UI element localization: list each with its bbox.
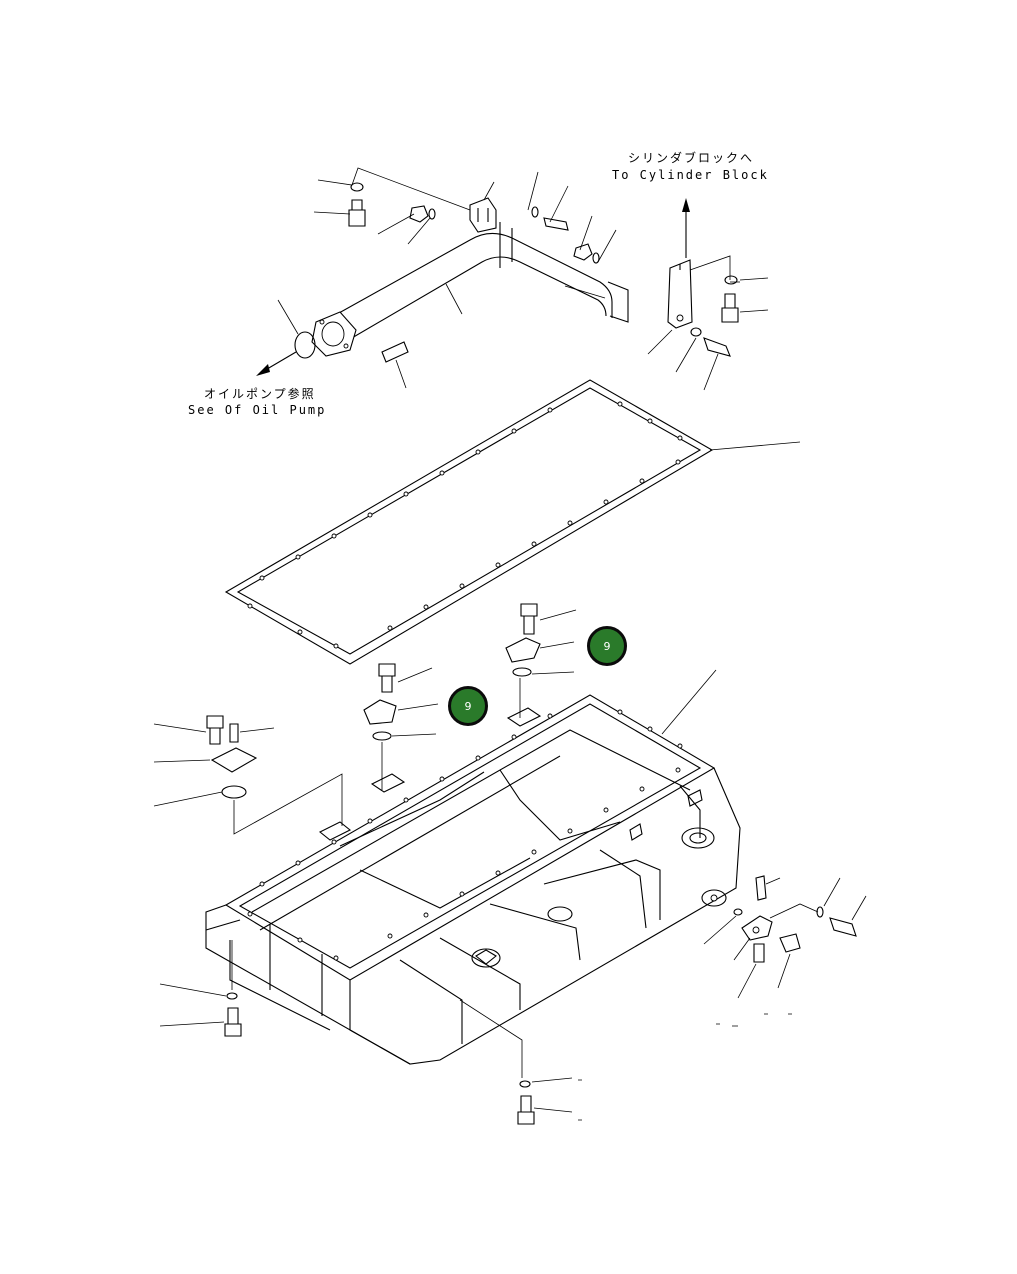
gasket-bolt-holes — [247, 401, 683, 649]
inspection-cover-left — [363, 663, 439, 790]
inspection-cover-right — [505, 603, 577, 718]
callout-marker-cover-right[interactable]: 9 — [587, 626, 627, 666]
suction-pipe — [294, 222, 629, 359]
drain-assembly — [703, 875, 867, 1027]
pipe-bracket — [469, 197, 497, 233]
oil-pan — [205, 669, 741, 1065]
cylinder-block-label-en: To Cylinder Block — [612, 168, 769, 182]
pan-bolt-holes — [247, 709, 683, 961]
top-fasteners — [348, 182, 739, 363]
callout-marker-cover-left[interactable]: 9 — [448, 686, 488, 726]
cylinder-block-label-jp: シリンダブロックへ — [628, 151, 755, 165]
oil-pump-label-en: See Of Oil Pump — [188, 403, 327, 417]
oil-pump-arrow — [256, 351, 297, 376]
leader-lines-top — [277, 167, 769, 391]
side-cover-assembly — [153, 715, 343, 835]
pan-mounting-fasteners — [159, 940, 582, 1125]
oil-pump-label-jp: オイルポンプ参照 — [204, 387, 316, 401]
oil-pan-gasket — [224, 379, 801, 665]
support-bracket — [667, 198, 693, 329]
